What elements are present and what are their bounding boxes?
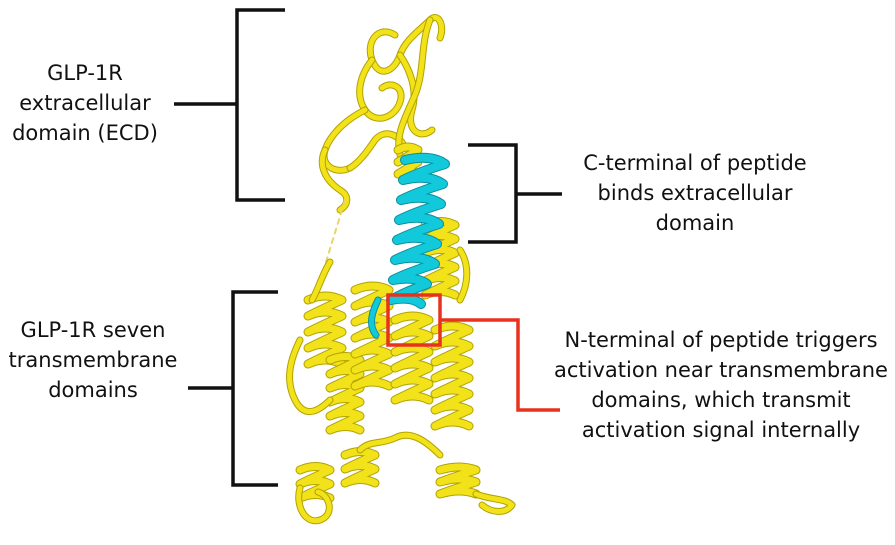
n-terminal-label-line: activation near transmembrane: [554, 358, 888, 382]
n-terminal-label-line: domains, which transmit: [591, 388, 851, 412]
c-terminal-label-line: C-terminal of peptide: [583, 151, 807, 175]
tm-label-line: transmembrane: [8, 348, 178, 372]
c-terminal-label-line: binds extracellular: [597, 181, 793, 205]
ecd-label-line: domain (ECD): [12, 121, 158, 145]
ecd-ribbon: [318, 14, 446, 214]
tm-label-line: GLP-1R seven: [20, 318, 166, 342]
dashed-linker: [325, 199, 346, 263]
n-terminal-label-line: N-terminal of peptide triggers: [564, 328, 878, 352]
tm-label: GLP-1R seven transmembrane domains: [3, 315, 183, 405]
tm-loops: [286, 246, 516, 525]
c-terminal-label: C-terminal of peptide binds extracellula…: [565, 148, 825, 238]
ecd-label-line: GLP-1R: [47, 61, 123, 85]
ecd-label-line: extracellular: [19, 91, 151, 115]
c-terminal-label-line: domain: [655, 211, 735, 235]
n-terminal-highlight: [386, 293, 560, 412]
ecd-bracket: [174, 8, 285, 202]
n-terminal-label-line: activation signal internally: [581, 418, 861, 442]
ecd-label: GLP-1R extracellular domain (ECD): [5, 58, 165, 148]
peptide-helix: [368, 152, 450, 339]
c-terminal-bracket: [468, 143, 562, 244]
tm-bracket: [188, 290, 278, 487]
tm-label-line: domains: [48, 378, 138, 402]
n-terminal-label: N-terminal of peptide triggers activatio…: [552, 325, 890, 445]
receptor-structure: [286, 14, 516, 525]
